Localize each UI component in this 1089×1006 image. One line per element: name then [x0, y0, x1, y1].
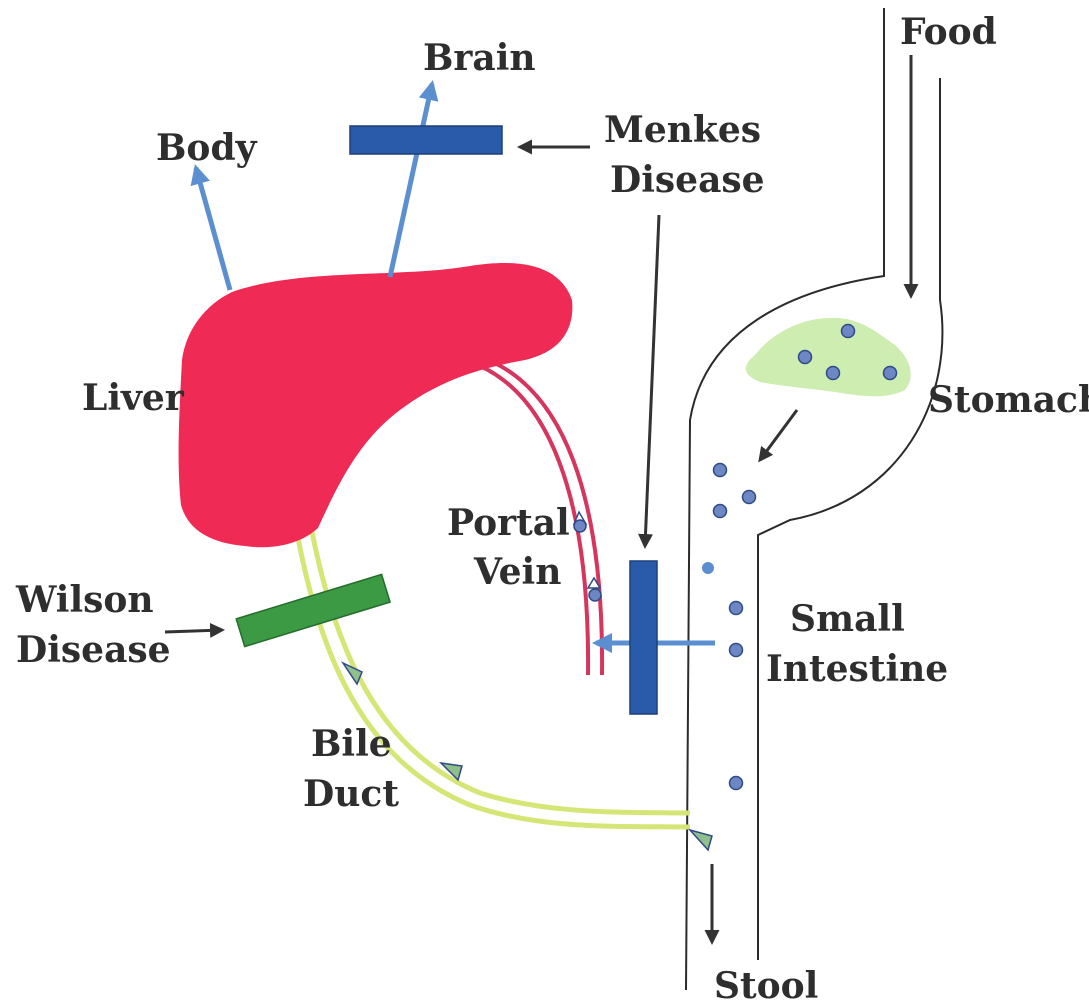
body-arrow — [196, 168, 230, 290]
labels: Food Brain Body Menkes Disease Liver Sto… — [15, 11, 1089, 1006]
stomach-contents — [746, 318, 911, 396]
brain-label: Brain — [423, 37, 536, 79]
copper-dot — [714, 505, 727, 518]
copper-dot — [714, 464, 727, 477]
menkes-block-brain — [350, 126, 502, 154]
gi-tract — [686, 8, 942, 990]
portal-label-line2: Vein — [473, 551, 561, 593]
portal-label-line1: Portal — [447, 502, 570, 544]
bile-duct-label-line2: Duct — [303, 773, 399, 815]
copper-dot — [743, 491, 756, 504]
stomach-exit-arrow — [760, 410, 797, 460]
copper-dot — [730, 644, 743, 657]
small-intestine-label-line2: Intestine — [766, 648, 948, 690]
copper-dot — [702, 562, 714, 574]
copper-dot — [799, 351, 812, 364]
menkes-label-line2: Disease — [610, 159, 765, 201]
stool-label: Stool — [714, 965, 818, 1006]
copper-dot — [574, 520, 586, 532]
gi-tract-left-wall — [686, 8, 884, 990]
intestine-copper-dots — [702, 464, 756, 790]
stomach-label: Stomach — [928, 379, 1089, 421]
menkes-intestine-pointer — [645, 215, 659, 546]
small-intestine-label-line1: Small — [790, 598, 905, 640]
copper-dot — [589, 589, 601, 601]
bile-duct-label-line1: Bile — [311, 723, 392, 765]
wilson-label-line2: Disease — [16, 629, 171, 671]
menkes-block-intestine — [630, 561, 657, 714]
wilson-pointer-arrow — [165, 630, 222, 632]
brain-arrow — [390, 84, 432, 277]
copper-dot — [827, 367, 840, 380]
wilson-label-line1: Wilson — [15, 579, 154, 621]
gi-tract-right-wall — [758, 78, 942, 960]
copper-dot — [730, 602, 743, 615]
wilson-block — [236, 574, 390, 646]
body-label: Body — [156, 127, 258, 169]
stomach-food-blob — [746, 318, 911, 396]
liver-label: Liver — [82, 377, 185, 419]
copper-dot — [884, 367, 897, 380]
copper-dot — [730, 777, 743, 790]
food-label: Food — [900, 11, 997, 53]
menkes-label-line1: Menkes — [604, 109, 761, 151]
copper-dot — [842, 325, 855, 338]
